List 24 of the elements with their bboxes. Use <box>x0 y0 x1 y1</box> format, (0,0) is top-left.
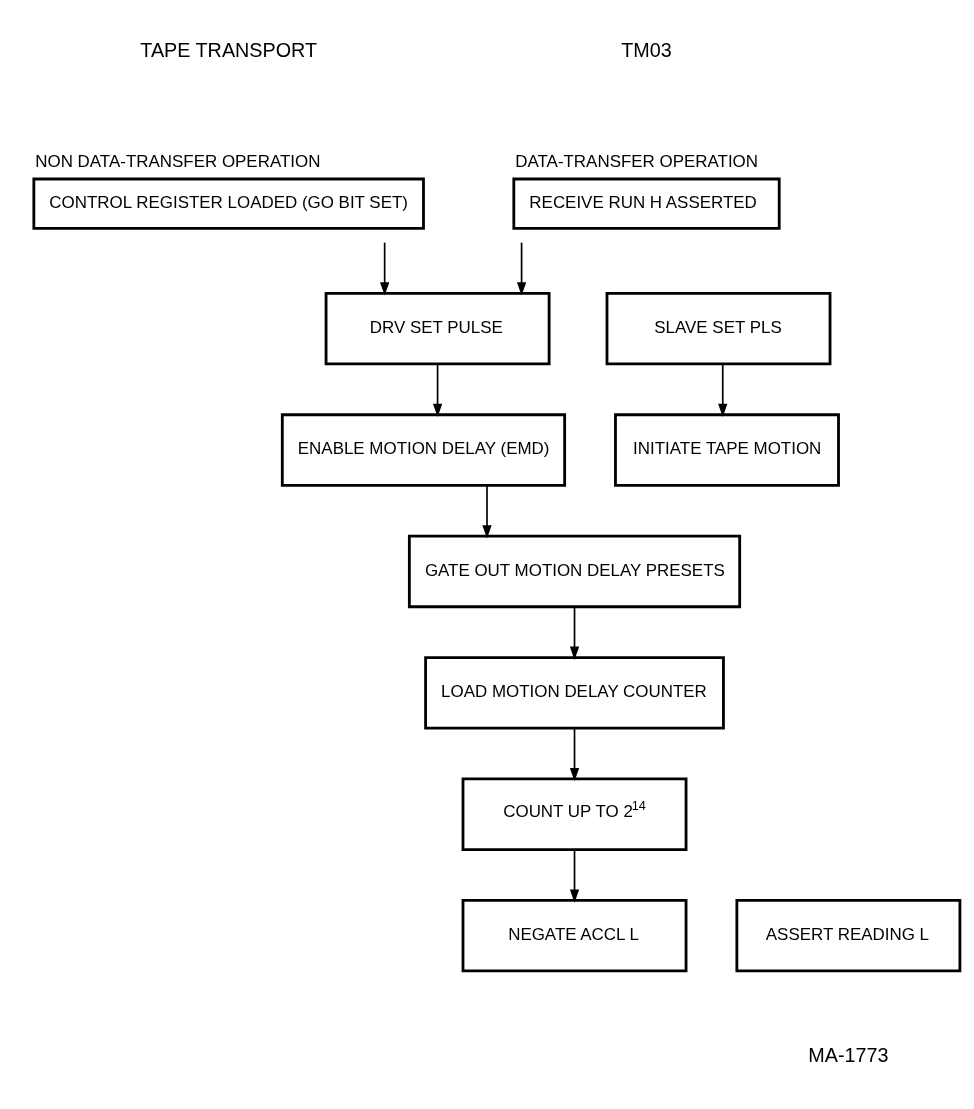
arrow <box>516 241 527 296</box>
node-box: INITIATE TAPE MOTION <box>614 413 840 487</box>
node-box: COUNT UP TO 2$^{14}$ <box>461 777 688 851</box>
label: MA-1773 <box>808 1044 889 1067</box>
node-box: RECEIVE RUN H ASSERTED <box>512 177 781 230</box>
label: TAPE TRANSPORT <box>140 39 318 62</box>
arrow <box>569 606 580 660</box>
label: TM03 <box>621 39 672 62</box>
node-box: NEGATE ACCL L <box>461 898 688 973</box>
node-label: DATA-TRANSFER OPERATION <box>515 152 759 172</box>
node-box: ENABLE MOTION DELAY (EMD) <box>280 413 567 487</box>
arrow <box>482 484 492 539</box>
node-box: DRV SET PULSE <box>324 291 551 366</box>
arrow <box>718 363 728 418</box>
arrow <box>432 363 443 418</box>
node-box: CONTROL REGISTER LOADED (GO BIT SET) <box>32 177 425 230</box>
node-box: LOAD MOTION DELAY COUNTER <box>424 656 725 730</box>
arrow <box>569 727 580 782</box>
node-label: NON DATA-TRANSFER OPERATION <box>35 152 321 172</box>
arrow <box>380 241 390 296</box>
node-box: SLAVE SET PLS <box>605 291 832 366</box>
arrow <box>569 849 580 903</box>
node-box: GATE OUT MOTION DELAY PRESETS <box>407 534 742 609</box>
node-box: ASSERT READING L <box>735 898 962 973</box>
